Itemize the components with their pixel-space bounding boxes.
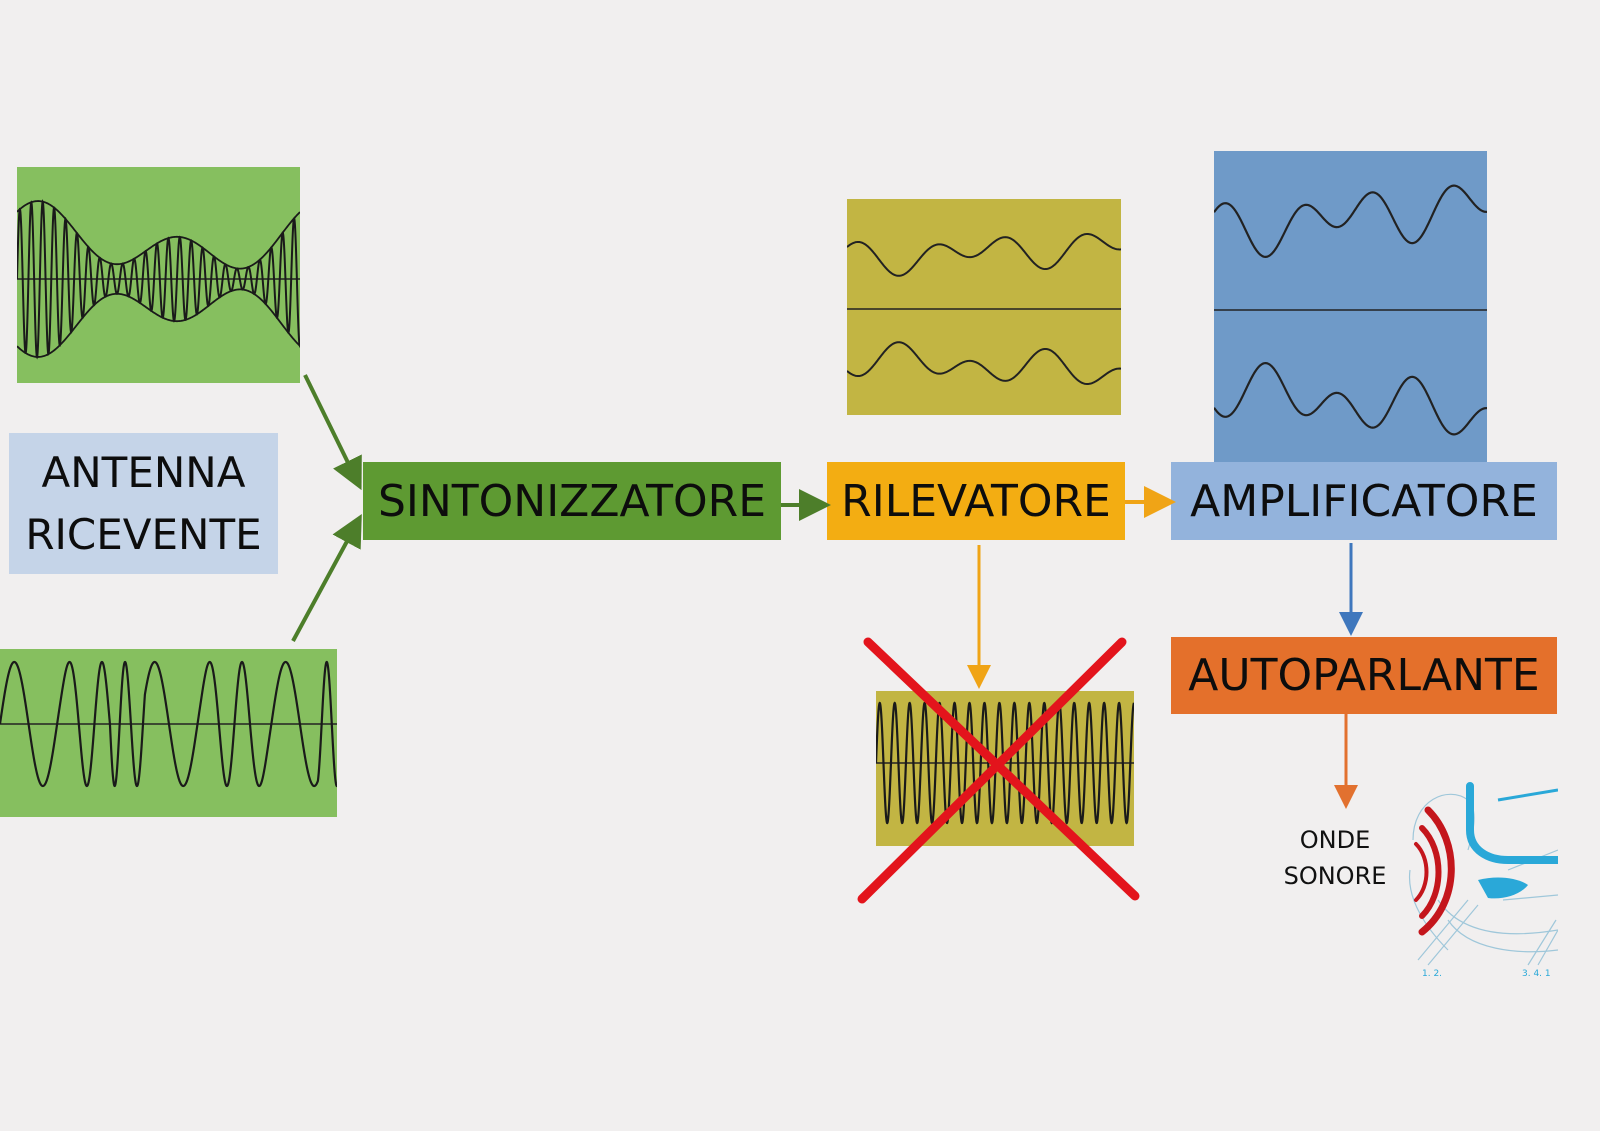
detector-label: RILEVATORE <box>841 475 1111 527</box>
antenna-label-line1: ANTENNA <box>41 447 246 497</box>
sound-waves-line1: ONDE <box>1299 826 1371 854</box>
speaker-block: AUTOPARLANTE <box>1171 637 1557 714</box>
ear-icon: 1. 2. 3. 4. 1 <box>1408 782 1558 979</box>
fm-wave-line <box>0 660 337 788</box>
speaker-label: AUTOPARLANTE <box>1188 650 1540 701</box>
detector-wave-panel <box>847 199 1121 415</box>
tuner-block: SINTONIZZATORE <box>363 462 781 540</box>
amplifier-top-wave <box>1214 184 1487 258</box>
ear-tick-label-right: 3. 4. 1 <box>1522 969 1551 979</box>
antenna-block: ANTENNA RICEVENTE <box>9 433 278 574</box>
am-envelope-bottom <box>17 288 300 358</box>
amplifier-bottom-wave <box>1214 362 1487 436</box>
sound-waves-label: ONDE SONORE <box>1280 822 1390 894</box>
fm-to-tuner-arrow <box>291 513 362 642</box>
am-modulated-wave-panel <box>17 167 300 383</box>
tuner-label: SINTONIZZATORE <box>377 475 767 527</box>
fm-modulated-wave-panel <box>0 649 337 817</box>
sound-waves-line2: SONORE <box>1283 862 1387 890</box>
detector-block: RILEVATORE <box>827 462 1125 540</box>
ear-tick-label-left: 1. 2. <box>1422 969 1442 979</box>
am-to-tuner-arrow <box>303 374 362 491</box>
am-envelope-top <box>17 200 300 270</box>
detector-bottom-wave <box>847 341 1121 386</box>
antenna-label-line2: RICEVENTE <box>25 509 262 559</box>
am-wave-line <box>17 199 300 360</box>
amplifier-label: AMPLIFICATORE <box>1190 475 1538 527</box>
carrier-wave-panel <box>876 691 1134 846</box>
amplifier-block: AMPLIFICATORE <box>1171 462 1557 540</box>
detector-top-wave <box>847 232 1121 277</box>
amplifier-wave-panel <box>1214 151 1487 462</box>
